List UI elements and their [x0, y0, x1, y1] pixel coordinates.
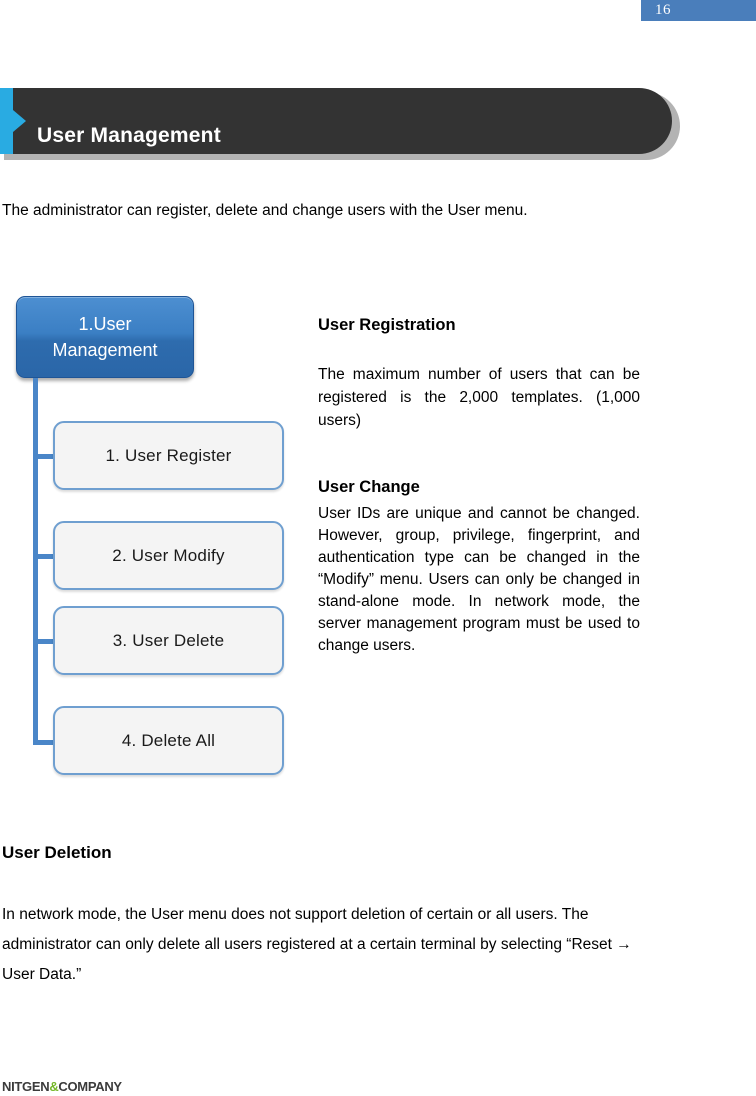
page-title: User Management — [37, 124, 221, 147]
diagram-root-label-line1: 1.User — [78, 314, 132, 334]
diagram-branch-line-1 — [33, 454, 55, 459]
section-heading-user-registration: User Registration — [318, 316, 456, 334]
diagram-node-delete-all: 4. Delete All — [53, 706, 284, 775]
diagram-trunk-line — [33, 378, 38, 745]
page-header-banner: User Management — [0, 88, 680, 160]
banner-accent-bar — [0, 88, 13, 154]
diagram-branch-line-4 — [33, 740, 55, 745]
intro-paragraph: The administrator can register, delete a… — [2, 202, 528, 219]
diagram-branch-line-2 — [33, 554, 55, 559]
diagram-node-user-register: 1. User Register — [53, 421, 284, 490]
section-body-user-deletion: In network mode, the User menu does not … — [2, 906, 632, 983]
diagram-node-user-modify: 2. User Modify — [53, 521, 284, 590]
diagram-node-user-delete: 3. User Delete — [53, 606, 284, 675]
right-text-column: User Registration The maximum number of … — [318, 316, 640, 657]
footer-brand-left: NITGEN — [2, 1079, 50, 1094]
section-heading-user-deletion: User Deletion — [2, 843, 112, 862]
diagram-root-node: 1.User Management — [16, 296, 194, 378]
arrow-right-icon — [13, 110, 26, 132]
page-number: 16 — [641, 0, 756, 21]
diagram-root-label-line2: Management — [52, 340, 158, 360]
section-heading-user-change: User Change — [318, 478, 420, 496]
footer-brand-ampersand: & — [49, 1079, 59, 1094]
section-body-user-change: User IDs are unique and cannot be change… — [318, 505, 640, 654]
user-management-tree-diagram: 1.User Management 1. User Register 2. Us… — [0, 296, 300, 796]
diagram-branch-line-3 — [33, 639, 55, 644]
footer-brand: NITGEN&COMPANY — [2, 1079, 122, 1094]
footer-brand-right: COMPANY — [58, 1079, 122, 1094]
banner-body: User Management — [0, 88, 672, 154]
section-body-user-registration: The maximum number of users that can be … — [318, 366, 640, 429]
